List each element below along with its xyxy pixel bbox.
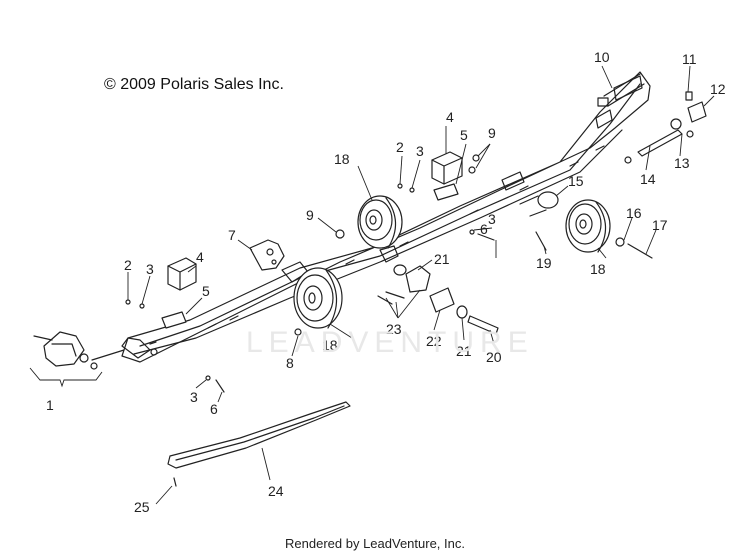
idler-wheel-front: [293, 267, 343, 329]
footer-credit: Rendered by LeadVenture, Inc.: [285, 536, 465, 551]
callout-18: 18: [334, 151, 350, 167]
callout-1: 1: [46, 397, 54, 413]
callout-11: 11: [682, 51, 697, 67]
callout-21: 21: [456, 343, 472, 359]
callout-3: 3: [488, 211, 496, 227]
callout-8: 8: [286, 355, 294, 371]
callout-22: 22: [426, 333, 442, 349]
tensioner-part: [519, 191, 559, 217]
idler-wheel-outer: [565, 199, 611, 253]
watermark: LEADVENTURE: [246, 326, 534, 359]
callout-5: 5: [460, 127, 468, 143]
front-bumper-part: [33, 331, 125, 370]
callout-12: 12: [710, 81, 726, 97]
callout-18: 18: [322, 337, 338, 353]
callout-3: 3: [416, 143, 424, 159]
callout-16: 16: [626, 205, 642, 221]
center-hardware: [377, 264, 499, 335]
callout-9: 9: [306, 207, 314, 223]
callout-9: 9: [488, 125, 496, 141]
copyright-notice: © 2009 Polaris Sales Inc.: [104, 76, 284, 93]
callout-20: 20: [486, 349, 502, 365]
callout-13: 13: [674, 155, 690, 171]
callout-5: 5: [202, 283, 210, 299]
callout-7: 7: [228, 227, 236, 243]
callout-3: 3: [146, 261, 154, 277]
callout-6: 6: [480, 221, 488, 237]
callout-24: 24: [268, 483, 284, 499]
idler-wheel-rear: [357, 195, 403, 249]
bracket-part: [249, 239, 285, 271]
callout-25: 25: [134, 499, 150, 515]
wear-strip-part: [167, 401, 351, 469]
callout-2: 2: [124, 257, 132, 273]
callout-21: 21: [434, 251, 450, 267]
callout-6: 6: [210, 401, 218, 417]
callout-3: 3: [190, 389, 198, 405]
callout-10: 10: [594, 49, 610, 65]
callout-23: 23: [386, 321, 402, 337]
callout-4: 4: [446, 109, 454, 125]
callout-4: 4: [196, 249, 204, 265]
callout-19: 19: [536, 255, 552, 271]
callout-15: 15: [568, 173, 584, 189]
block-upper: [431, 151, 463, 201]
callout-18: 18: [590, 261, 606, 277]
callout-17: 17: [652, 217, 668, 233]
callout-2: 2: [396, 139, 404, 155]
block-lower: [161, 257, 197, 329]
callout-14: 14: [640, 171, 656, 187]
